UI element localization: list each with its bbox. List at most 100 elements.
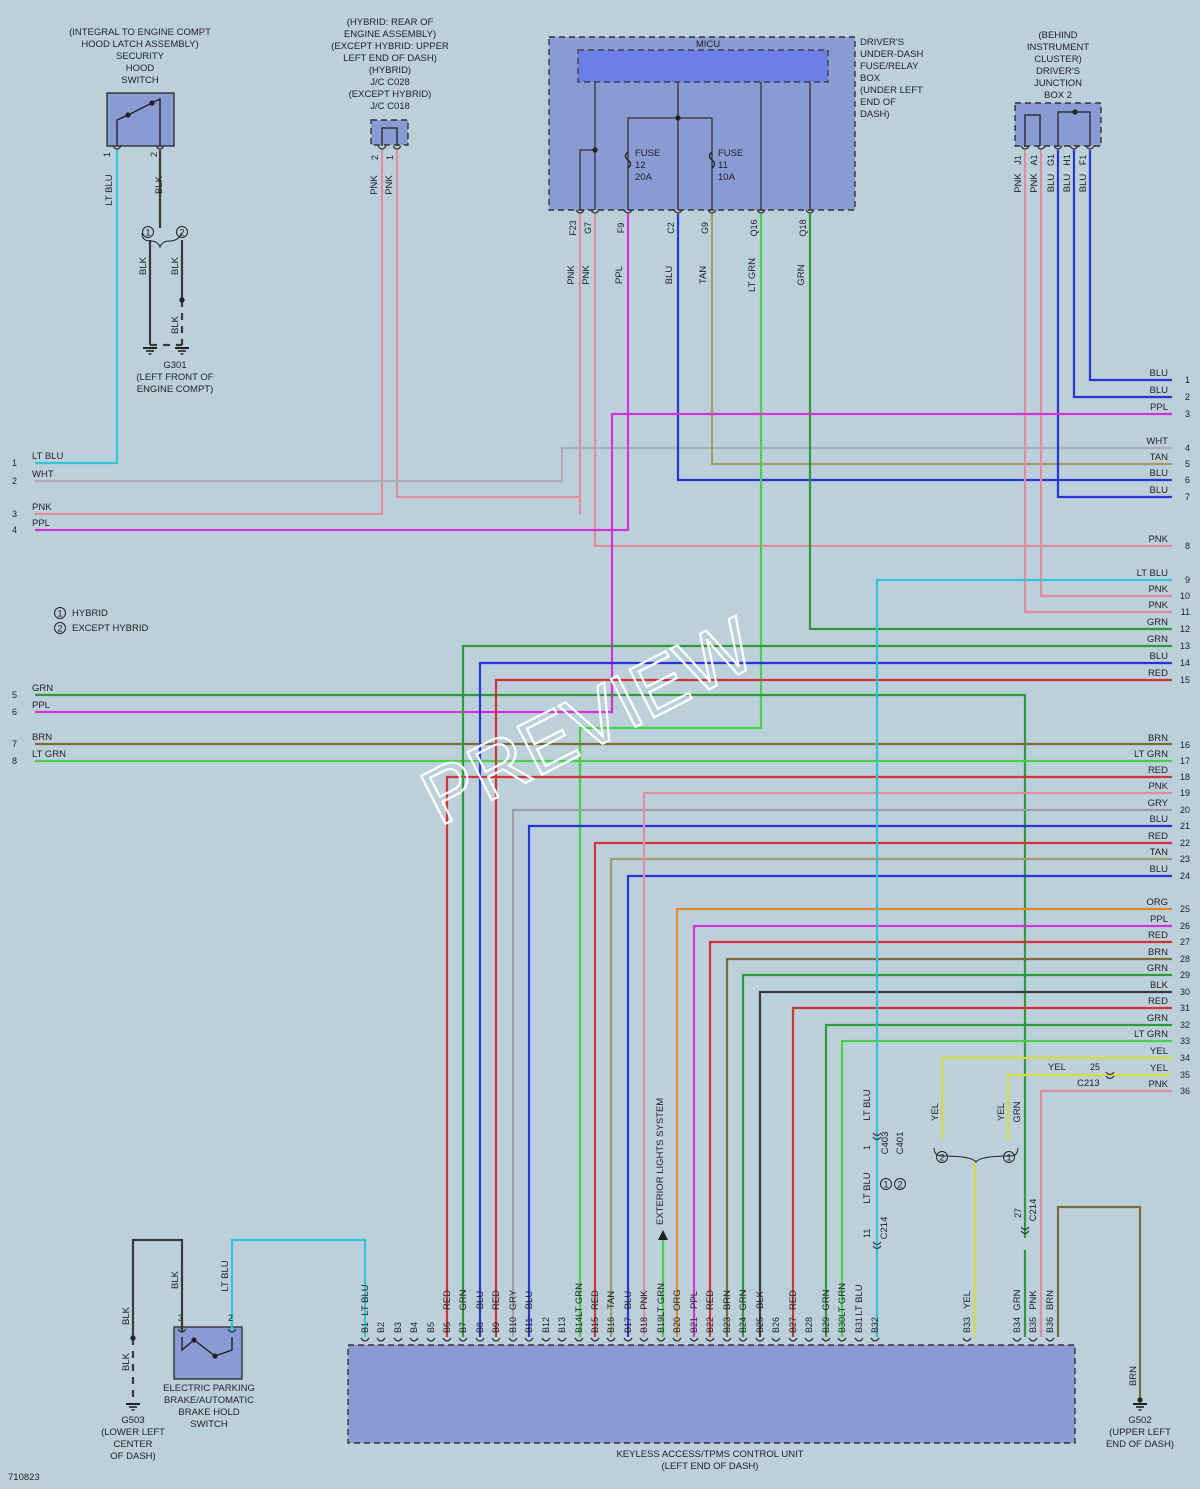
wire-B36 <box>1056 1205 1142 1400</box>
terminal <box>557 1337 567 1342</box>
unit-pin-wire: PNK <box>639 1290 650 1310</box>
unit-pin-number: B7 <box>458 1322 468 1333</box>
splice-dot <box>675 115 681 121</box>
right-ref-number: 26 <box>1180 921 1190 931</box>
right-ref-number: 16 <box>1180 740 1190 750</box>
unit-pin-wire: RED <box>788 1290 799 1310</box>
wire-unit-B22 <box>708 940 1172 1337</box>
micu-desc: FUSE/RELAY <box>860 61 919 72</box>
terminal <box>854 1337 864 1342</box>
unit-pin-number: B4 <box>409 1322 419 1333</box>
g503-label: CENTER <box>113 1439 152 1450</box>
wire-color-label: BLK <box>170 256 181 275</box>
preview-watermark: PREVIEW <box>408 600 769 842</box>
fuse-icon <box>624 151 632 169</box>
right-ref-wire: YEL <box>1150 1046 1168 1057</box>
terminal <box>1045 1337 1055 1342</box>
micu-desc: END OF <box>860 97 896 108</box>
terminal <box>575 209 585 214</box>
wire-color-label: BLK <box>121 1352 132 1371</box>
wire-color-label: LT BLU <box>104 174 115 205</box>
terminal <box>722 1337 732 1342</box>
unit-pin-number: B29 <box>821 1317 831 1333</box>
left-ref-wire: GRN <box>32 683 53 694</box>
wire-J1 <box>1023 150 1172 614</box>
right-ref-number: 8 <box>1185 541 1190 551</box>
terminal <box>821 1337 831 1342</box>
jc-label: (HYBRID: REAR OF <box>347 17 434 28</box>
option-number: 2 <box>897 1180 902 1191</box>
splice-dot <box>130 1335 136 1341</box>
pin-number: 1 <box>862 1145 872 1150</box>
wire-color-label: LT BLU <box>862 1089 873 1120</box>
wire-color-label: BLU <box>1078 174 1089 193</box>
connector-icon <box>872 1132 882 1141</box>
connector-label: C403 <box>880 1132 891 1155</box>
right-ref-wire: GRN <box>1147 1013 1168 1024</box>
unit-pin-number: B35 <box>1028 1317 1038 1333</box>
right-ref-number: 9 <box>1185 575 1190 585</box>
jc-label: (EXCEPT HYBRID) <box>349 89 432 100</box>
pin-number: F9 <box>616 223 626 234</box>
left-ref-number: 2 <box>12 476 17 486</box>
option-circle <box>176 226 188 238</box>
unit-pin-number: B26 <box>771 1317 781 1333</box>
terminal <box>475 1337 485 1342</box>
terminal <box>756 209 766 214</box>
right-ref-wire: GRN <box>1147 634 1168 645</box>
right-ref-number: 13 <box>1180 641 1190 651</box>
legend-hybrid: HYBRID <box>72 608 108 619</box>
unit-pin-wire: ORG <box>672 1289 683 1311</box>
terminal <box>738 1337 748 1342</box>
jc-label: J/C C018 <box>370 101 410 112</box>
terminal <box>755 1337 765 1342</box>
terminal <box>805 209 815 214</box>
wire-color-label: YEL <box>996 1103 1007 1121</box>
wire-H1 <box>1072 150 1172 399</box>
unit-pin-number: B25 <box>755 1317 765 1333</box>
unit-pin-number: B20 <box>672 1317 682 1333</box>
connector-label: C401 <box>895 1132 906 1155</box>
right-ref-number: 7 <box>1185 492 1190 502</box>
pin-number: 2 <box>370 155 380 160</box>
terminal <box>804 1337 814 1342</box>
pin-number: 1 <box>385 155 395 160</box>
pin-number: G1 <box>1046 154 1056 166</box>
wire-ref34 <box>940 1056 1172 1140</box>
micu-desc: (UNDER LEFT <box>860 85 923 96</box>
wire-hood-1 <box>35 150 119 465</box>
right-ref-number: 17 <box>1180 756 1190 766</box>
terminal <box>788 1337 798 1342</box>
fuse-label: 11 <box>718 160 728 171</box>
pin-number: F23 <box>568 220 578 236</box>
fuse-label: 12 <box>635 160 646 171</box>
right-ref-wire: BRN <box>1148 947 1168 958</box>
unit-pin-number: B5 <box>426 1322 436 1333</box>
option-number: 1 <box>883 1180 888 1191</box>
right-ref-number: 1 <box>1185 375 1190 385</box>
keyless-access-control-unit <box>347 1344 1076 1444</box>
unit-pin-number: B14 <box>574 1317 584 1333</box>
unit-pin-number: B3 <box>393 1322 403 1333</box>
right-ref-wire: RED <box>1148 765 1168 776</box>
unit-pin-number: B17 <box>623 1317 633 1333</box>
connector-icon <box>1105 1071 1115 1080</box>
option-number: 1 <box>1006 1153 1011 1164</box>
wire-unit-B20 <box>675 907 1172 1337</box>
g503-label: OF DASH) <box>110 1451 155 1462</box>
terminal <box>491 1337 501 1342</box>
jumper-icon <box>1024 114 1041 146</box>
left-ref-number: 4 <box>12 525 17 535</box>
terminal <box>574 1337 584 1342</box>
unit-pin-number: B22 <box>705 1317 715 1333</box>
internal-line <box>627 117 713 210</box>
right-ref-wire: GRY <box>1148 798 1169 809</box>
exterior-lights-label: EXTERIOR LIGHTS SYSTEM <box>655 1098 666 1225</box>
micu-desc: UNDER-DASH <box>860 49 923 60</box>
wire-Q16 <box>578 214 763 1337</box>
wire-F1 <box>1088 150 1172 382</box>
switch-icon <box>181 1337 233 1357</box>
terminal <box>870 1337 880 1342</box>
fuse-icon <box>708 151 716 169</box>
